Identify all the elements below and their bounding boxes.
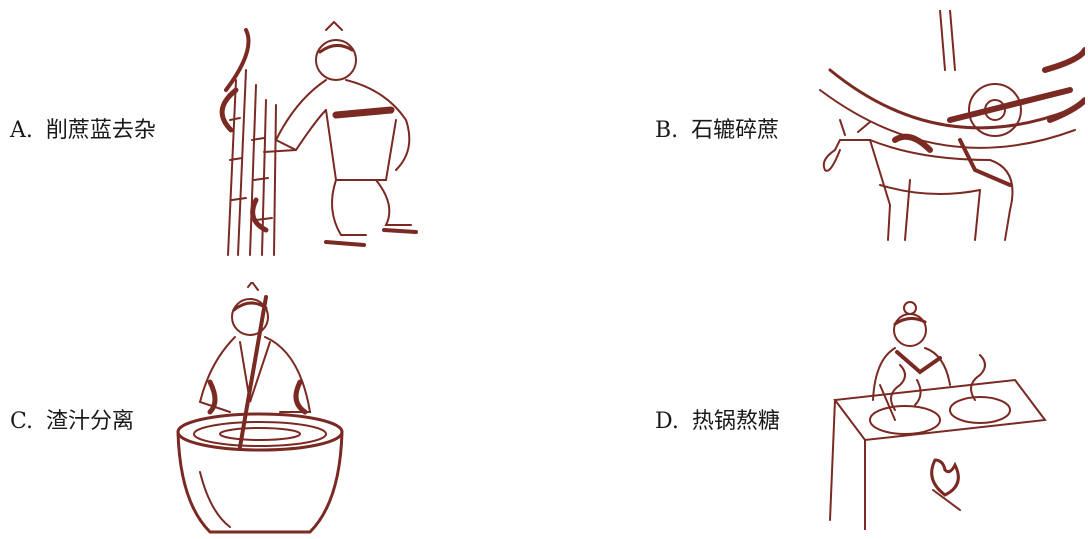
option-c-text: 渣汁分离 — [46, 409, 135, 434]
option-c-label: C. 渣汁分离 — [10, 403, 134, 435]
option-a-text: 削蔗蓝去杂 — [45, 118, 156, 143]
option-d-text: 热锅熬糖 — [691, 409, 780, 434]
option-b-text: 石辘碎蔗 — [691, 118, 780, 143]
option-d-letter: D. — [655, 409, 679, 434]
option-a-label: A. 削蔗蓝去杂 — [10, 112, 156, 144]
option-c-letter: C. — [10, 409, 34, 434]
option-b-letter: B. — [655, 118, 679, 143]
option-d-label: D. 热锅熬糖 — [655, 403, 780, 435]
man-boiling-sugar-stove-illustration — [825, 300, 1050, 530]
man-cutting-sugarcane-illustration — [216, 10, 446, 260]
option-a-letter: A. — [10, 118, 33, 143]
woman-stirring-vat-illustration — [170, 282, 350, 537]
ox-turning-stone-roller-illustration — [810, 10, 1085, 250]
option-b-label: B. 石辘碎蔗 — [655, 112, 779, 144]
